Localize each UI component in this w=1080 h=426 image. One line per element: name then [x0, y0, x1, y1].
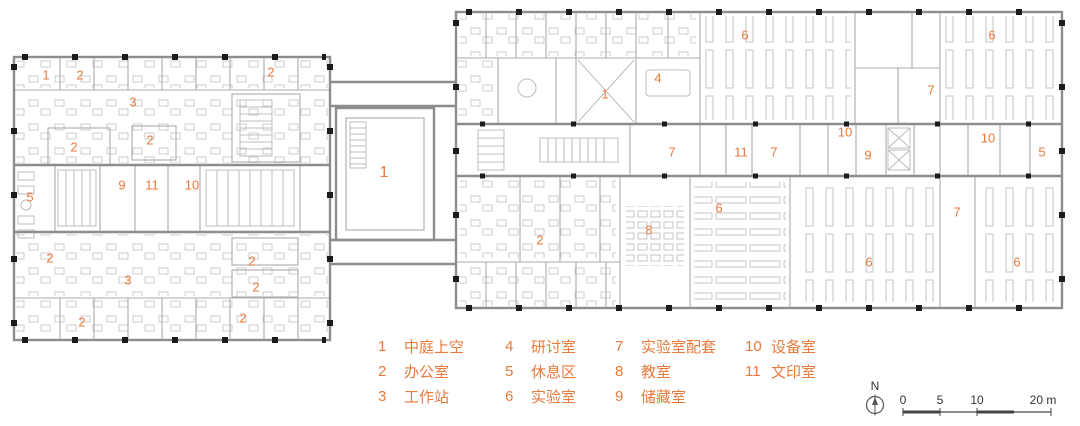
- legend-label: 工作站: [404, 389, 450, 406]
- legend-number: 2: [378, 363, 387, 380]
- legend-number: 9: [615, 388, 624, 405]
- legend-number: 11: [745, 363, 761, 380]
- legend-item-9: 9 储藏室: [615, 384, 745, 409]
- legend-number: 8: [615, 363, 624, 380]
- scale-label-5: 5: [936, 393, 944, 407]
- legend-column: 7 实验室配套 8 教室 9 储藏室: [615, 334, 745, 409]
- north-arrow-icon: [865, 394, 885, 416]
- legend-number: 3: [378, 388, 387, 405]
- columns-layer: [11, 9, 1065, 343]
- partitions-layer: [14, 12, 1031, 340]
- furniture-layer: [16, 14, 1058, 338]
- legend-label: 实验室: [531, 389, 577, 406]
- legend-label: 教室: [641, 364, 672, 381]
- north-label: N: [870, 379, 880, 393]
- legend-item-6: 6 实验室: [505, 384, 615, 409]
- legend-label: 储藏室: [641, 389, 687, 406]
- scale-bar-line: [902, 408, 1052, 416]
- legend-label: 实验室配套: [641, 339, 717, 356]
- legend-number: 7: [615, 338, 624, 355]
- legend: 1 中庭上空 2 办公室 3 工作站 4 研讨室 5 休息区 6 实验室 7 实验室配套 8 教室 9 储藏室 10…: [378, 334, 855, 409]
- legend-item-2: 2 办公室: [378, 359, 505, 384]
- legend-number: 4: [505, 338, 514, 355]
- legend-label: 设备室: [771, 339, 817, 356]
- legend-item-3: 3 工作站: [378, 384, 505, 409]
- legend-column: 4 研讨室 5 休息区 6 实验室: [505, 334, 615, 409]
- scale-label-10: 10: [970, 393, 984, 407]
- legend-number: 10: [745, 338, 762, 355]
- legend-label: 办公室: [404, 364, 450, 381]
- legend-item-1: 1 中庭上空: [378, 334, 505, 359]
- scale-label-20: 20 m: [1029, 393, 1057, 407]
- fixtures-layer: [17, 59, 911, 239]
- legend-number: 5: [505, 363, 514, 380]
- legend-label: 中庭上空: [404, 339, 465, 356]
- legend-label: 文印室: [771, 364, 817, 381]
- legend-item-4: 4 研讨室: [505, 334, 615, 359]
- legend-label: 休息区: [531, 364, 577, 381]
- legend-item-10: 10 设备室: [745, 334, 855, 359]
- legend-item-7: 7 实验室配套: [615, 334, 745, 359]
- legend-column: 10 设备室 11 文印室: [745, 334, 855, 409]
- legend-item-5: 5 休息区: [505, 359, 615, 384]
- legend-number: 6: [505, 388, 514, 405]
- legend-item-11: 11 文印室: [745, 359, 855, 384]
- legend-number: 1: [378, 338, 387, 355]
- compass: N: [863, 380, 887, 422]
- legend-item-8: 8 教室: [615, 359, 745, 384]
- scale-bar: 0 5 10 20 m: [0, 393, 1080, 423]
- legend-column: 1 中庭上空 2 办公室 3 工作站: [378, 334, 505, 409]
- legend-label: 研讨室: [531, 339, 577, 356]
- scale-label-0: 0: [899, 393, 907, 407]
